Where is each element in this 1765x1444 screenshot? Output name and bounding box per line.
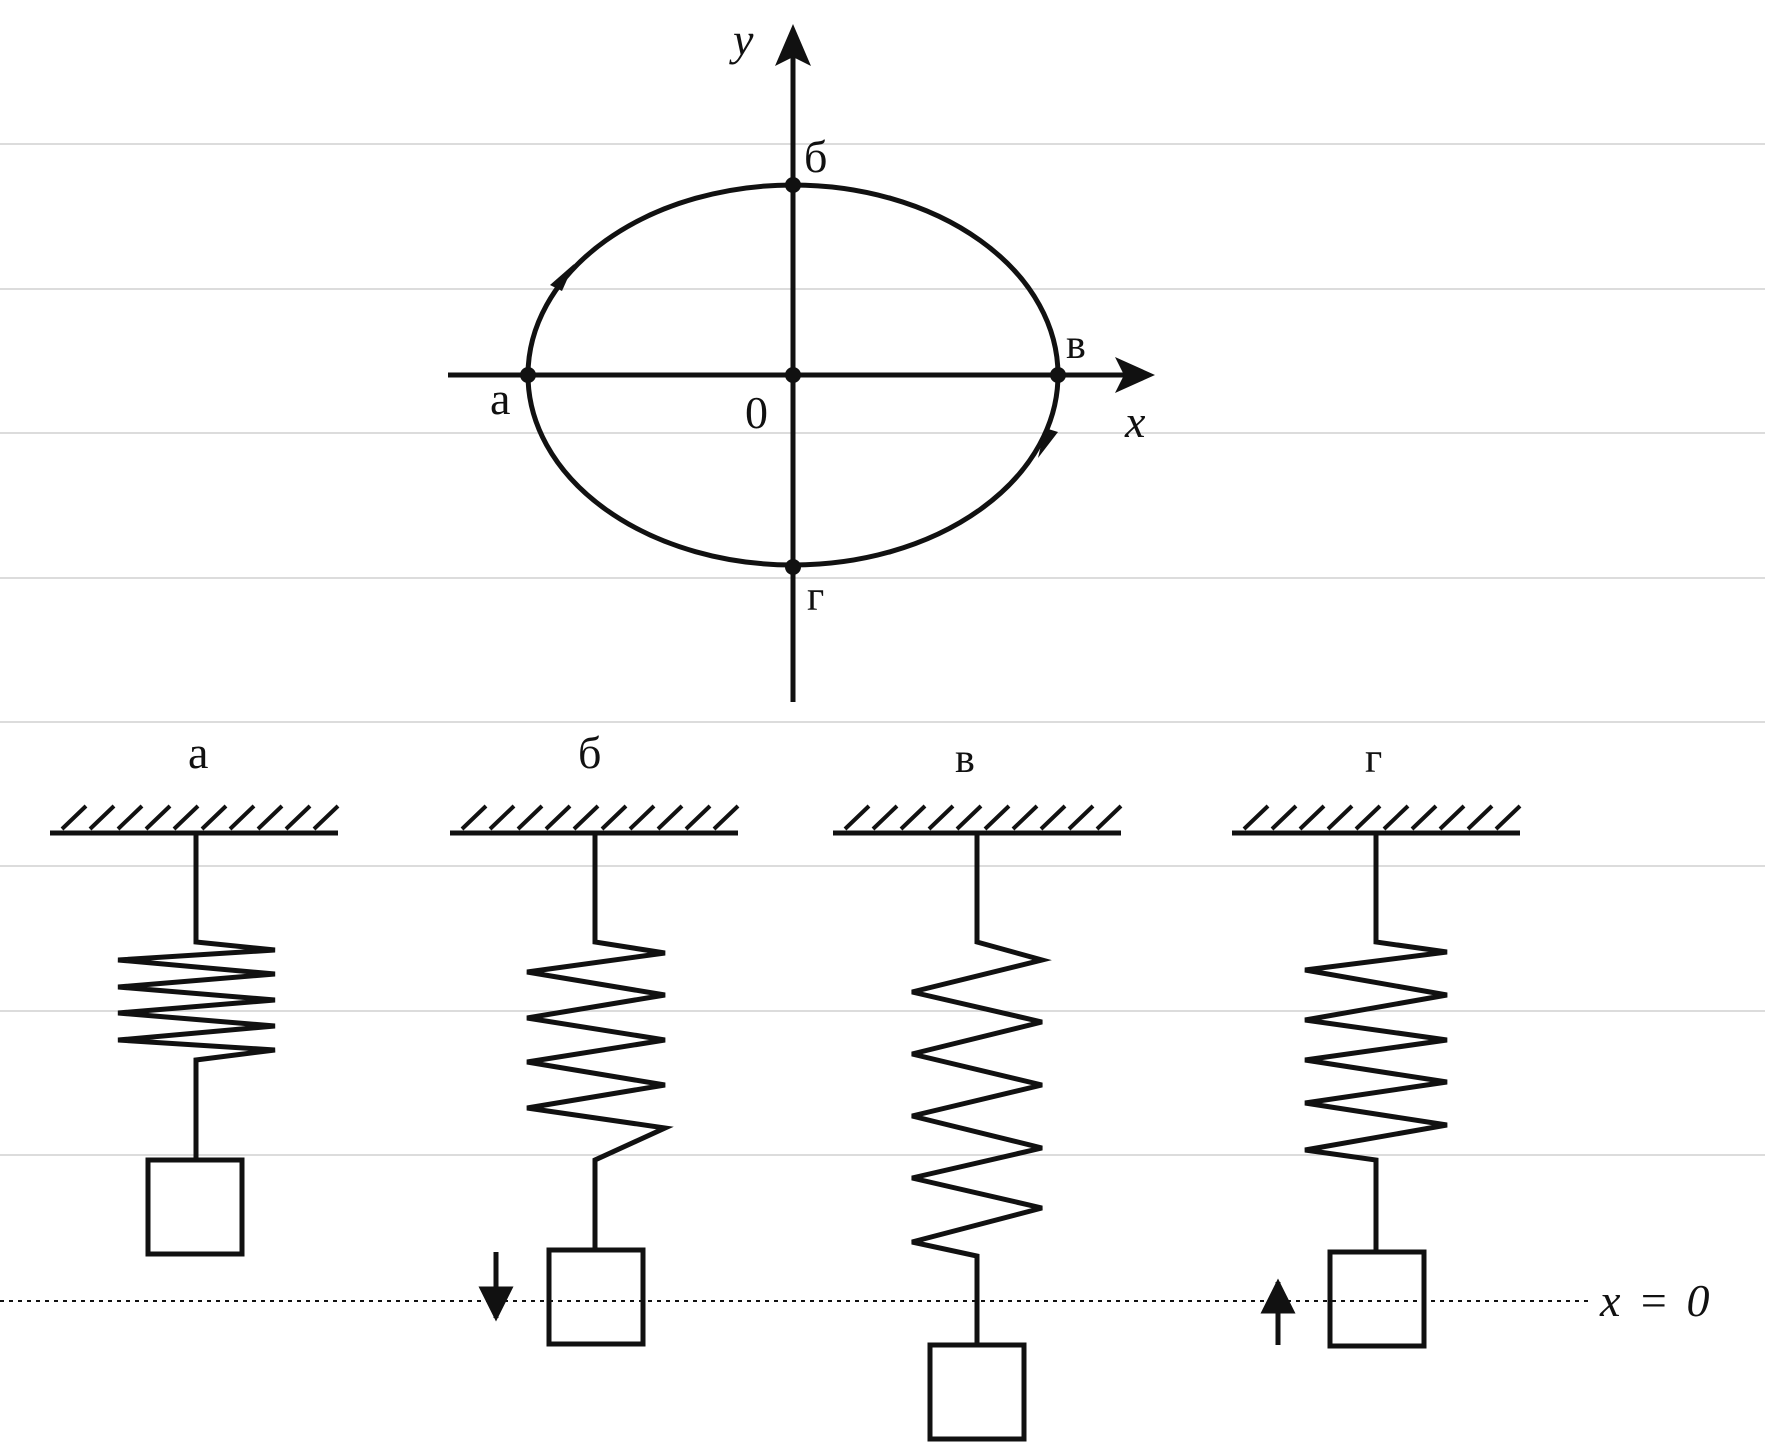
y-axis-label: y	[729, 14, 754, 65]
oscillator-a: а	[50, 727, 340, 1257]
spring-g	[1304, 833, 1448, 1252]
y-axis-arrowhead	[775, 24, 811, 66]
oscillator-v-label: в	[955, 736, 975, 782]
equilibrium-label: x = 0	[1599, 1275, 1709, 1326]
point-g-marker	[785, 559, 801, 575]
oscillator-g: г	[1232, 736, 1522, 1349]
ceiling-v	[833, 804, 1123, 836]
spring-a	[117, 833, 276, 1160]
ceiling-b	[450, 804, 740, 836]
mass-v	[927, 1342, 1027, 1442]
x-axis-label: x	[1124, 396, 1146, 447]
mass-g	[1327, 1249, 1427, 1349]
origin-marker	[785, 367, 801, 383]
point-b-marker	[785, 177, 801, 193]
ceiling-g	[1232, 804, 1522, 836]
x-axis-arrowhead	[1115, 357, 1155, 393]
point-v-marker	[1050, 367, 1066, 383]
oscillator-b-label: б	[578, 727, 601, 778]
phase-diagram: y x 0 а б в г	[448, 14, 1155, 702]
point-g-label: г	[807, 574, 824, 620]
oscillator-b: б	[450, 727, 740, 1347]
point-a-label: а	[490, 373, 510, 424]
point-a-marker	[520, 367, 536, 383]
trajectory-arrow-upper-left	[550, 264, 574, 291]
mass-a	[145, 1157, 245, 1257]
spring-v	[911, 833, 1052, 1345]
point-v-label: в	[1066, 322, 1086, 368]
oscillator-g-label: г	[1365, 736, 1382, 782]
oscillator-v: в	[833, 736, 1123, 1442]
mass-b	[546, 1247, 646, 1347]
spring-b	[526, 833, 674, 1250]
origin-label: 0	[745, 387, 768, 438]
trajectory-arrow-lower-right	[1038, 428, 1058, 458]
point-b-label: б	[804, 131, 827, 182]
background-rules	[0, 143, 1765, 1156]
ceiling-a	[50, 804, 340, 836]
oscillator-a-label: а	[188, 727, 208, 778]
